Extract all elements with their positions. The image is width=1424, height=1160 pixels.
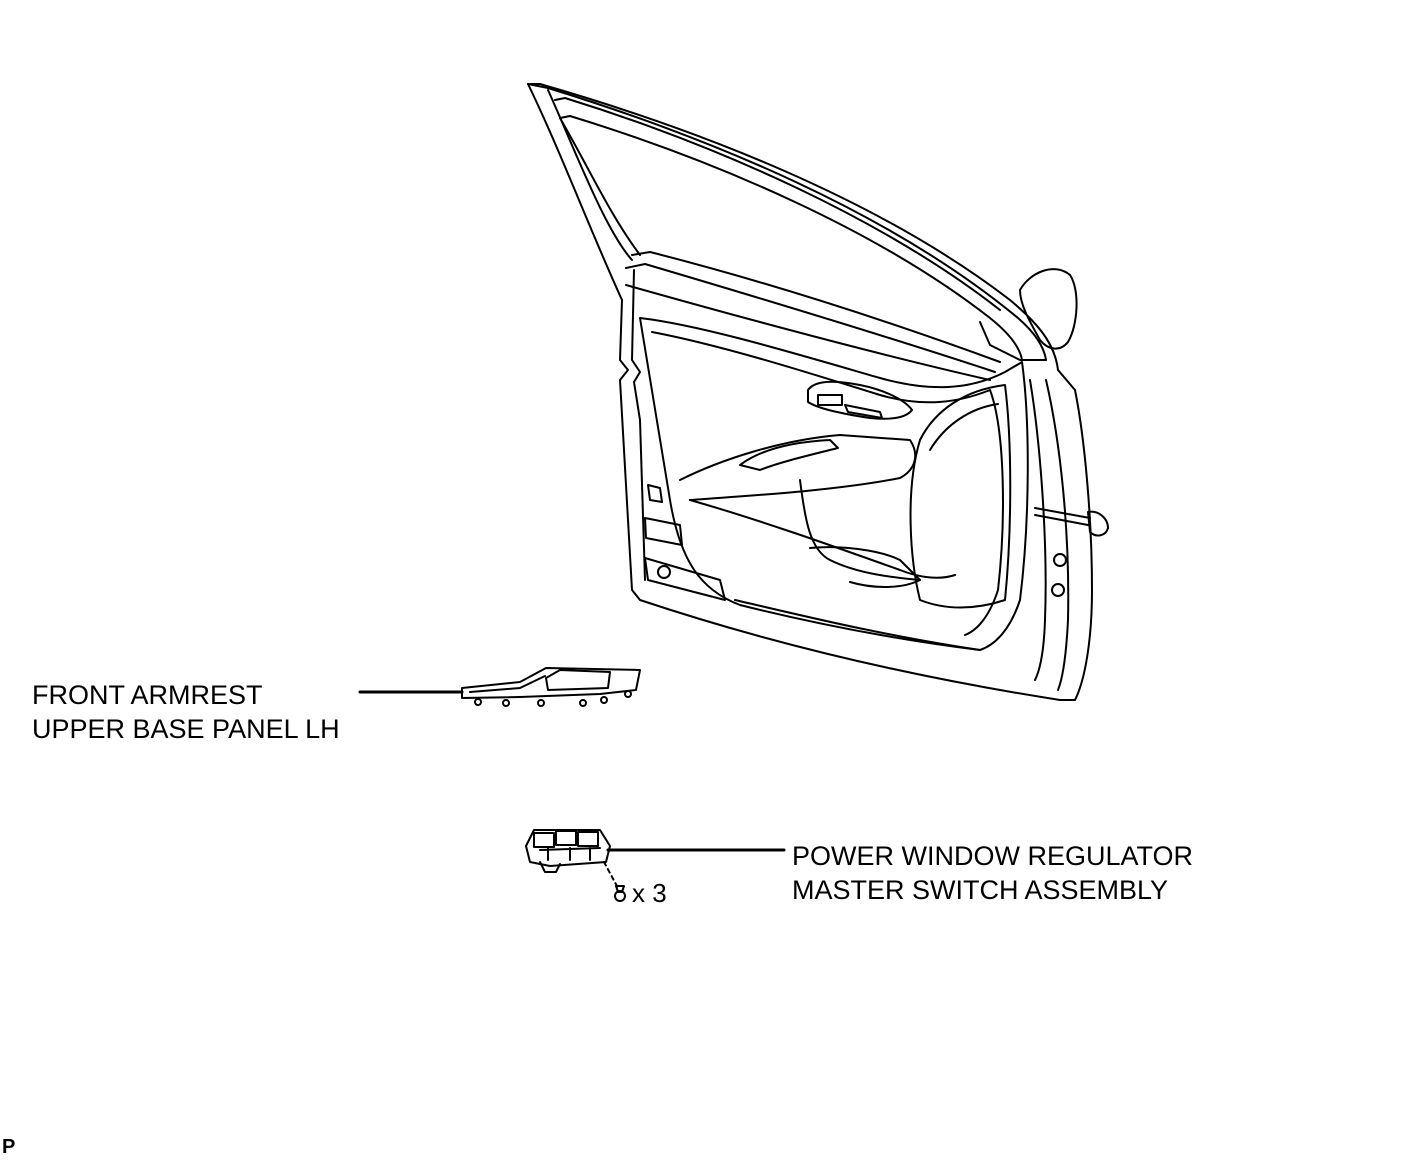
inner-handle [817, 394, 843, 406]
master-switch-assembly [525, 829, 611, 873]
door-check-end [1087, 510, 1109, 537]
side-mirror [1019, 268, 1078, 350]
a-pillar [527, 83, 623, 301]
clip-5 [600, 696, 608, 704]
window-frame-inner-2 [554, 97, 1001, 311]
label-switch-line2: MASTER SWITCH ASSEMBLY [792, 875, 1169, 905]
switch-lower-buttons [539, 847, 601, 861]
armrest-panel-top [469, 675, 546, 693]
window-frame-outer-2 [527, 83, 1047, 361]
door-rear-edge [1057, 369, 1093, 701]
label-power-window-master-switch: POWER WINDOW REGULATOR MASTER SWITCH ASS… [792, 839, 1193, 907]
switch-body-lower [539, 861, 561, 873]
inner-handle-lever [844, 404, 883, 419]
armrest [679, 434, 917, 501]
speaker-area [909, 384, 1012, 609]
speaker-ring [929, 403, 999, 451]
screw-quantity-label: x 3 [632, 878, 667, 908]
inner-handle-bezel [807, 380, 913, 420]
belt-line-2 [625, 263, 996, 373]
lower-slot-3 [644, 557, 726, 601]
door-check-rod-2 [1034, 514, 1089, 526]
door-trim-panel [639, 317, 1029, 651]
clip-1 [474, 698, 482, 706]
clip-2 [502, 699, 510, 707]
latch-hole-1 [1053, 553, 1067, 567]
belt-line [631, 251, 1001, 363]
switch-body [525, 829, 611, 867]
latch-hole-2 [1051, 583, 1065, 597]
label-armrest-line1: FRONT ARMREST [32, 680, 263, 710]
belt-line-3 [625, 284, 991, 381]
lower-hole [657, 565, 671, 579]
lower-slot-1 [647, 484, 663, 503]
label-armrest-line2: UPPER BASE PANEL LH [32, 714, 340, 744]
armrest-panel-outline [461, 667, 641, 699]
a-pillar-inner-2 [559, 117, 641, 256]
a-pillar-inner [547, 89, 633, 261]
door-front-edge [619, 299, 1061, 701]
clip-6 [624, 690, 632, 698]
armrest-lower-curve [799, 479, 921, 581]
switch-button-2 [555, 830, 577, 846]
armrest-pull-pocket [739, 439, 839, 471]
door-rear-edge-inner-2 [1029, 379, 1047, 681]
mirror-base [979, 321, 1047, 361]
screw-install-line [603, 861, 619, 889]
door-front-edge-inner [631, 269, 646, 581]
armrest-bottom [689, 499, 956, 579]
screw-icon [614, 885, 626, 902]
front-door-assembly [527, 83, 1109, 701]
clip-4 [579, 699, 587, 707]
armrest-upper-base-panel [461, 667, 641, 707]
corner-code: P [2, 1136, 16, 1158]
window-frame-outer [527, 83, 1059, 371]
trim-panel-inner [651, 331, 1004, 636]
label-front-armrest-upper-base-panel: FRONT ARMREST UPPER BASE PANEL LH [32, 678, 340, 746]
door-pocket [809, 546, 921, 588]
label-switch-line1: POWER WINDOW REGULATOR [792, 841, 1194, 871]
switch-button-1 [533, 832, 555, 848]
lower-slot-2 [644, 517, 683, 546]
window-frame-inner [559, 115, 1023, 361]
switch-button-3 [577, 831, 599, 847]
armrest-panel-opening [545, 669, 611, 691]
door-rear-edge-inner [1045, 379, 1070, 691]
trim-bottom-line [734, 599, 981, 651]
door-check-rod [1034, 507, 1091, 519]
clip-3 [537, 699, 545, 707]
